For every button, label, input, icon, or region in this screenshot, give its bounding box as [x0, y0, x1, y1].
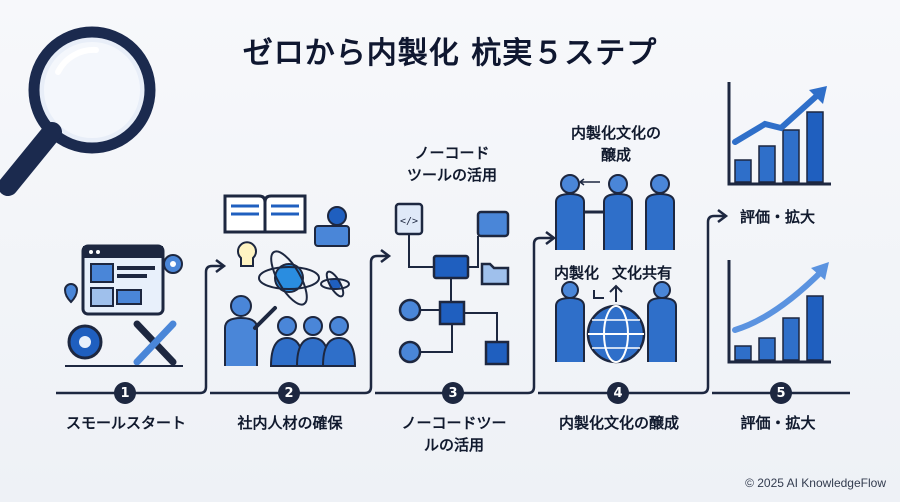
magnifier-icon — [0, 26, 156, 196]
step-1-number: 1 — [114, 382, 136, 404]
copyright-text: © 2025 AI KnowledgeFlow — [745, 476, 886, 490]
talent-illustration — [223, 194, 357, 367]
small-start-illustration — [63, 244, 183, 367]
naiseika-label: 内製化 — [554, 264, 600, 282]
evaluate-callout: 評価・拡大 — [740, 208, 816, 226]
nocode-callout-line1: ノーコード — [414, 144, 490, 162]
svg-text:</>: </> — [400, 216, 418, 227]
step-4-number: 4 — [607, 382, 629, 404]
step-5-number: 5 — [770, 382, 792, 404]
culture-callout-line2: 醸成 — [600, 146, 631, 164]
growth-chart-top — [727, 82, 831, 186]
step-3-number: 3 — [442, 382, 464, 404]
culture-callout-line1: 内製化文化の — [570, 124, 661, 142]
step-1-label: スモールスタート — [65, 414, 186, 432]
culture-illustration — [555, 174, 677, 364]
page-title: ゼロから内製化 杭実５ステプ — [242, 36, 658, 71]
step-5-label: 評価・拡大 — [740, 414, 816, 432]
nocode-callout: ノーコード ツールの活用 — [392, 142, 512, 186]
step-4-label: 内製化文化の醸成 — [558, 414, 679, 432]
step-2-label: 社内人材の確保 — [237, 414, 343, 432]
nocode-flow-illustration: </> — [394, 202, 510, 366]
growth-chart-bottom — [727, 260, 831, 364]
step-2-number: 2 — [278, 382, 300, 404]
step-3-label: ノーコードツー ルの活用 — [376, 412, 532, 456]
step-3-label-line2: ルの活用 — [423, 436, 484, 454]
step-3-label-line1: ノーコードツー — [401, 414, 507, 432]
nocode-callout-line2: ツールの活用 — [406, 166, 497, 184]
culture-callout: 内製化文化の 醸成 — [552, 122, 680, 166]
bunka-kyoyu-label: 文化共有 — [612, 264, 673, 282]
